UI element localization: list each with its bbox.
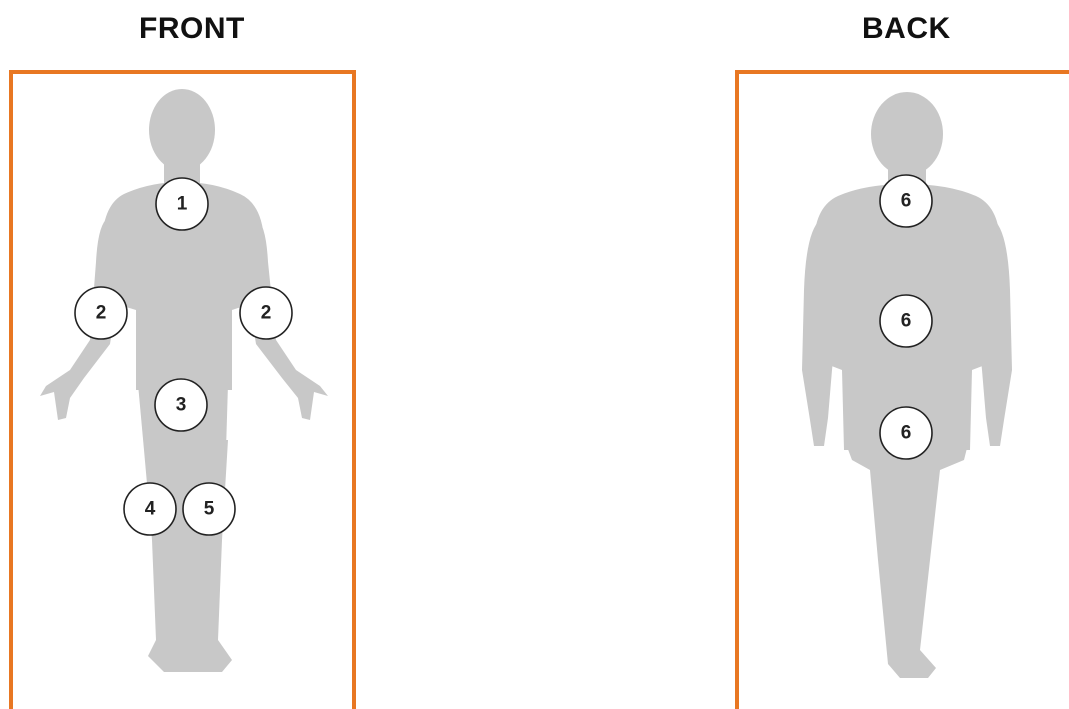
back-marker-6-upper: 6 bbox=[880, 175, 932, 227]
back-marker-6-lower-label: 6 bbox=[901, 423, 912, 444]
back-marker-6-upper-label: 6 bbox=[901, 191, 912, 212]
back-marker-6-lower: 6 bbox=[880, 407, 932, 459]
back-marker-6-middle: 6 bbox=[880, 295, 932, 347]
back-marker-6-middle-label: 6 bbox=[901, 311, 912, 332]
